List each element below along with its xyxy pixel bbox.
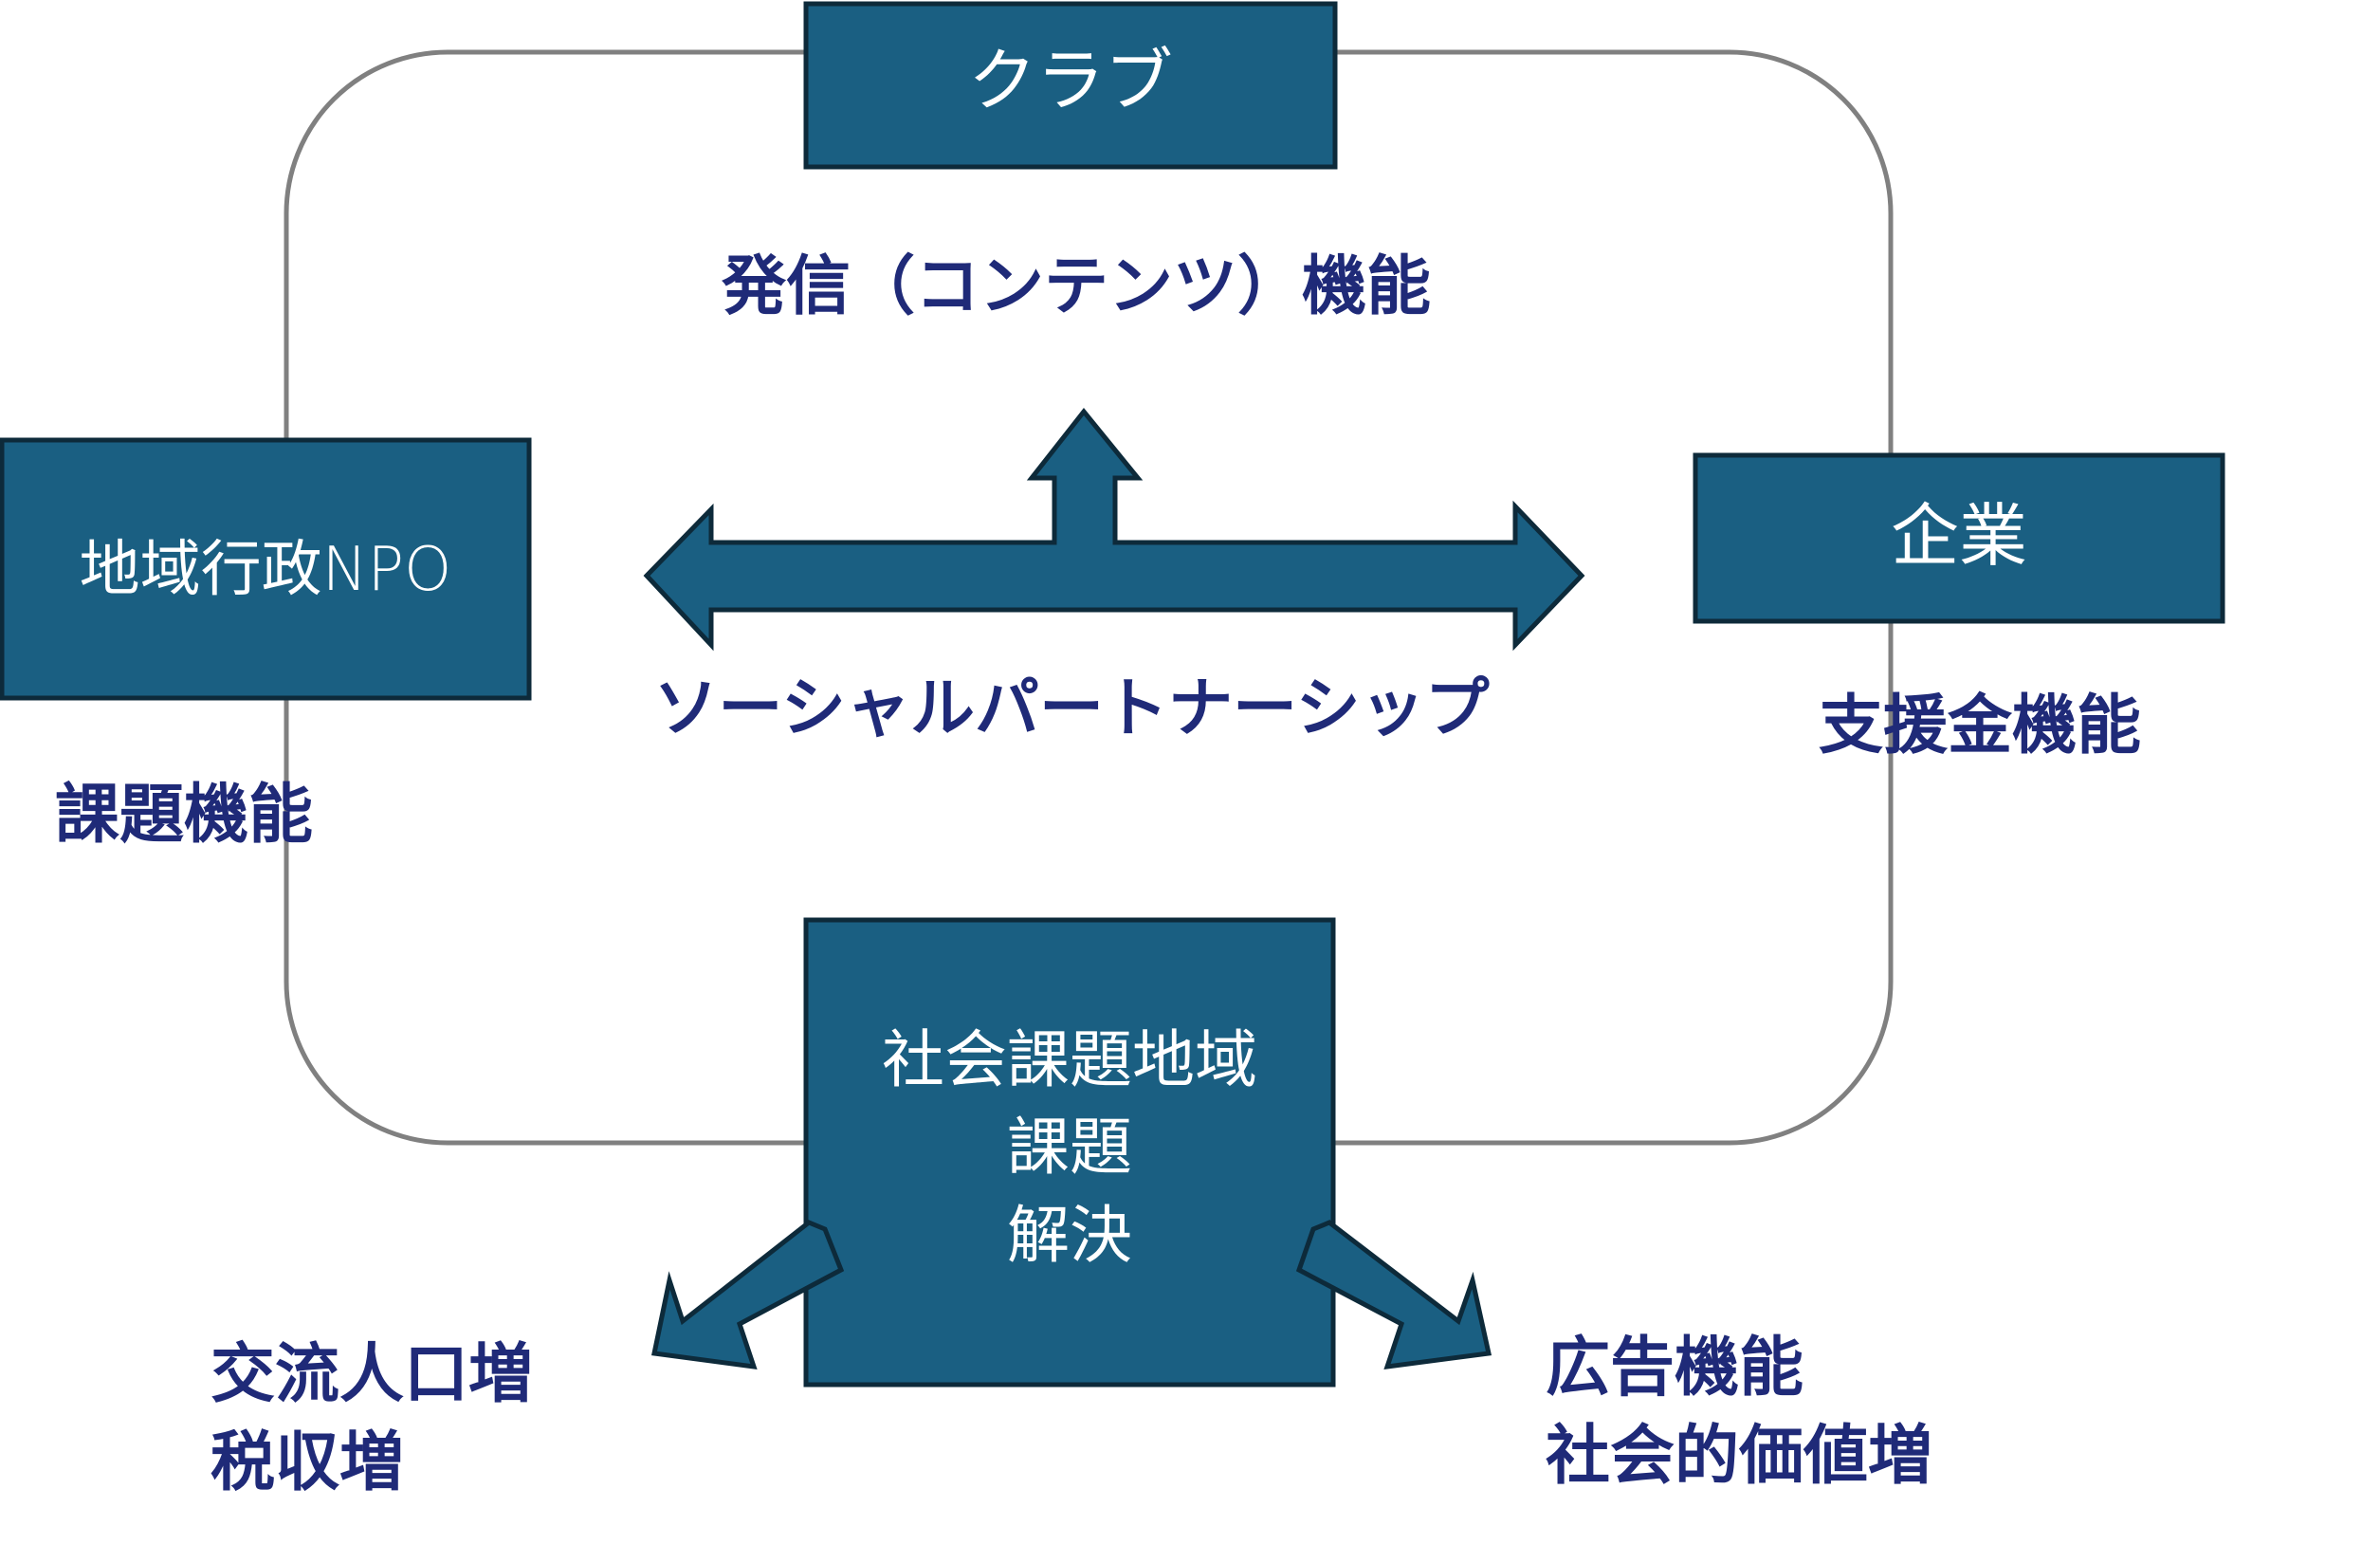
left-output-line-2: 税収増 [211,1425,404,1500]
right-output-line-1: 広告機能 [1546,1331,1803,1406]
support-label: 支援金機能 [1819,689,2141,763]
club-box [803,1,1338,170]
center-line-3: 解決 [1007,1199,1132,1272]
left-output-line-1: 交流人口増 [211,1337,533,1412]
company-label: 企業 [1891,496,2027,576]
right-output-arrow [1295,1220,1492,1369]
club-label: クラブ [968,41,1173,120]
npo-box [0,437,532,701]
center-line-1: 社会課題地域 [882,1023,1257,1096]
social-issue-box [803,917,1336,1388]
right-output-line-2: 社会的価値増 [1546,1419,1932,1494]
center-line-2: 課題 [1007,1111,1132,1184]
issue-label: 課題機能 [55,778,313,853]
partnership-double-arrow [643,407,1585,652]
company-box [1693,452,2225,624]
partnership-label: ソーシャルパートナーシップ [653,671,1489,746]
broadcast-label: 発信（コンテンツ）機能 [722,249,1431,324]
npo-label: 地域行政NPO [80,535,452,605]
left-output-arrow [651,1220,845,1370]
